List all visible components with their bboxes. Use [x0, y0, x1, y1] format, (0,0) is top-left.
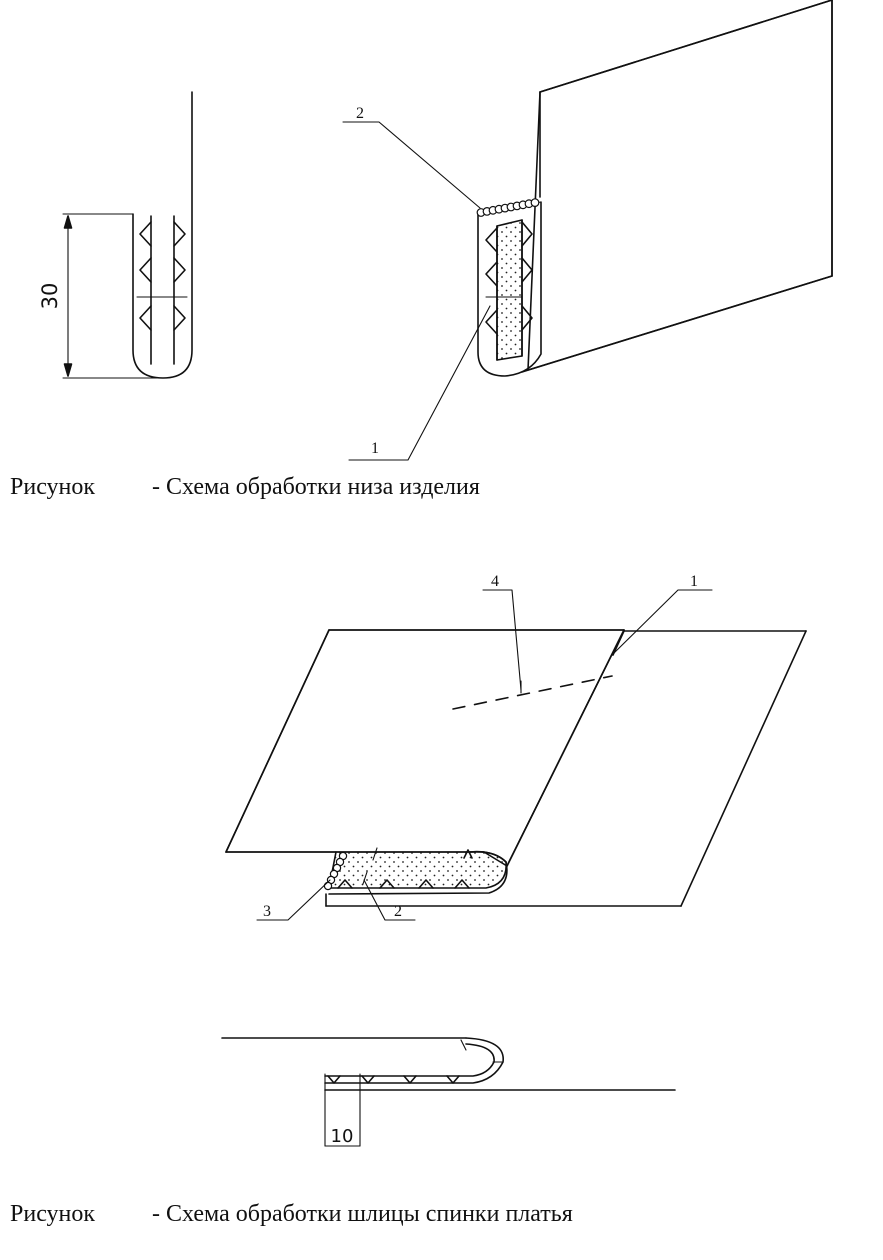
figure-1-hem-section — [132, 91, 193, 379]
figure-2-slit-perspective: 4 1 3 2 — [225, 573, 807, 921]
figure-1-caption-text: - Схема обработки низа изделия — [152, 474, 480, 500]
callout-4: 4 — [491, 573, 499, 590]
figure-2-slit-section: 10 — [221, 1037, 676, 1147]
figure-1-hem-perspective: 2 1 — [342, 0, 833, 461]
figure-2-caption-label: Рисунок — [10, 1201, 96, 1227]
dimension-10-label: 10 — [331, 1126, 354, 1147]
callout-1-slit: 1 — [690, 573, 698, 590]
dimension-30: 30 — [38, 213, 162, 379]
overlock-bead — [476, 198, 540, 217]
figure-2-caption-text: - Схема обработки шлицы спинки платья — [152, 1201, 573, 1227]
figure-1-caption: Рисунок - Схема обработки низа изделия — [10, 474, 480, 501]
callout-2-slit: 2 — [394, 903, 402, 920]
figure-1-caption-label: Рисунок — [10, 474, 96, 500]
overlock-bead-slit — [323, 851, 348, 891]
dimension-30-label: 30 — [38, 283, 62, 310]
figure-2-caption: Рисунок - Схема обработки шлицы спинки пл… — [10, 1201, 573, 1228]
callout-3: 3 — [263, 903, 271, 920]
callout-1: 1 — [371, 440, 379, 457]
callout-2: 2 — [356, 105, 364, 122]
